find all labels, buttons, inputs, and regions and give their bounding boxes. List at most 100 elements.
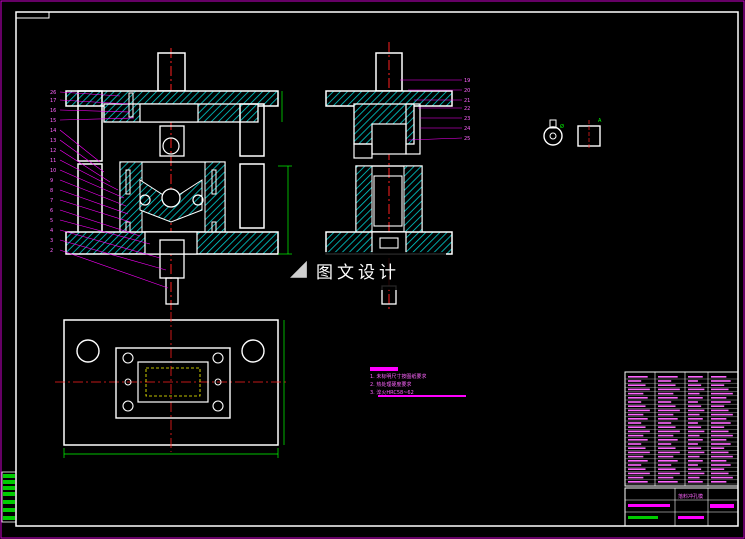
parts-row-cell: [688, 430, 705, 433]
parts-row-cell: [688, 413, 700, 416]
parts-row-cell: [628, 422, 642, 424]
parts-row-cell: [688, 460, 703, 462]
parts-row-cell: [628, 476, 644, 479]
parts-row-cell: [711, 434, 733, 437]
parts-row-cell: [658, 472, 680, 475]
parts-row-cell: [658, 413, 674, 416]
parts-row-cell: [658, 481, 678, 483]
parts-row-cell: [658, 405, 676, 407]
parts-row-cell: [658, 384, 676, 386]
parts-row-cell: [711, 439, 727, 441]
parts-row-cell: [658, 422, 672, 424]
parts-row-cell: [688, 397, 703, 399]
parts-row-cell: [628, 380, 642, 382]
parts-row-cell: [711, 468, 725, 470]
parts-row-cell: [711, 464, 731, 466]
parts-row-cell: [711, 451, 729, 454]
parts-row-cell: [711, 376, 727, 378]
parts-row-cell: [628, 409, 650, 412]
svg-text:7: 7: [50, 198, 53, 204]
svg-text:8: 8: [50, 188, 53, 194]
revision-block: [1, 471, 17, 523]
svg-text:14: 14: [50, 128, 56, 134]
parts-row-cell: [711, 460, 727, 462]
parts-row-cell: [628, 413, 644, 416]
parts-row-cell: [711, 380, 731, 382]
parts-row-cell: [658, 443, 672, 445]
parts-row-cell: [628, 388, 650, 391]
title-block: 落料冲孔模: [624, 487, 739, 527]
parts-row-cell: [628, 443, 642, 445]
parts-row-cell: [628, 481, 648, 483]
svg-text:23: 23: [464, 116, 470, 122]
note-3: 3. 淬火HRC58~62: [370, 389, 414, 396]
parts-row-cell: [628, 430, 650, 433]
parts-row-cell: [658, 409, 680, 412]
parts-row-cell: [711, 392, 733, 395]
parts-row-cell: [711, 422, 731, 424]
parts-row-cell: [628, 447, 646, 449]
parts-row-cell: [711, 401, 731, 403]
watermark-text: 图文设计: [316, 263, 400, 283]
svg-text:17: 17: [50, 98, 56, 104]
parts-list: [624, 371, 739, 487]
svg-text:24: 24: [464, 126, 470, 132]
parts-row-cell: [688, 384, 702, 386]
watermark: ◢ 图文设计: [290, 252, 446, 290]
svg-text:16: 16: [50, 108, 56, 114]
parts-row-cell: [711, 443, 731, 445]
svg-text:13: 13: [50, 138, 56, 144]
parts-row-cell: [688, 418, 703, 420]
parts-row-cell: [628, 405, 646, 407]
parts-row-cell: [688, 422, 698, 424]
parts-row-cell: [658, 434, 674, 437]
note-2: 2. 热处理硬度要求: [370, 381, 411, 388]
parts-row-cell: [711, 384, 725, 386]
parts-row-cell: [628, 468, 646, 470]
parts-row-cell: [711, 388, 729, 391]
parts-row-cell: [628, 460, 648, 462]
parts-row-cell: [658, 401, 672, 403]
parts-row-cell: [688, 434, 700, 437]
svg-text:3: 3: [50, 238, 53, 244]
parts-row-cell: [688, 455, 700, 458]
parts-row-cell: [688, 376, 703, 378]
parts-row-cell: [688, 388, 705, 391]
parts-row-cell: [628, 472, 650, 475]
svg-text:20: 20: [464, 88, 470, 94]
parts-row-cell: [658, 468, 676, 470]
parts-row-cell: [711, 413, 733, 416]
parts-row-cell: [628, 397, 648, 399]
parts-row-cell: [688, 468, 702, 470]
parts-row-cell: [658, 397, 678, 399]
svg-text:9: 9: [50, 178, 53, 184]
parts-row-cell: [711, 430, 729, 433]
svg-text:4: 4: [50, 228, 53, 234]
svg-text:6: 6: [50, 208, 53, 214]
parts-row-cell: [658, 476, 674, 479]
parts-row-cell: [658, 430, 680, 433]
parts-row-cell: [711, 455, 733, 458]
svg-text:5: 5: [50, 218, 53, 224]
drawing-title: 落料冲孔模: [678, 493, 703, 500]
parts-row-cell: [658, 426, 676, 428]
watermark-logo-icon: ◢: [290, 256, 307, 281]
parts-row-cell: [688, 439, 703, 441]
parts-row-cell: [628, 439, 648, 441]
parts-row-cell: [688, 380, 698, 382]
parts-row-cell: [711, 405, 725, 407]
parts-row-cell: [688, 451, 705, 454]
svg-text:25: 25: [464, 136, 470, 142]
parts-row-cell: [688, 392, 700, 395]
parts-row-cell: [628, 401, 642, 403]
svg-text:Ø: Ø: [560, 123, 564, 130]
parts-row-cell: [711, 409, 729, 412]
svg-text:10: 10: [50, 168, 56, 174]
parts-row-cell: [628, 418, 648, 420]
technical-notes: 1. 未标明尺寸按图纸要求 2. 热处理硬度要求 3. 淬火HRC58~62: [370, 367, 466, 397]
svg-text:22: 22: [464, 106, 470, 112]
parts-row-cell: [688, 481, 703, 483]
